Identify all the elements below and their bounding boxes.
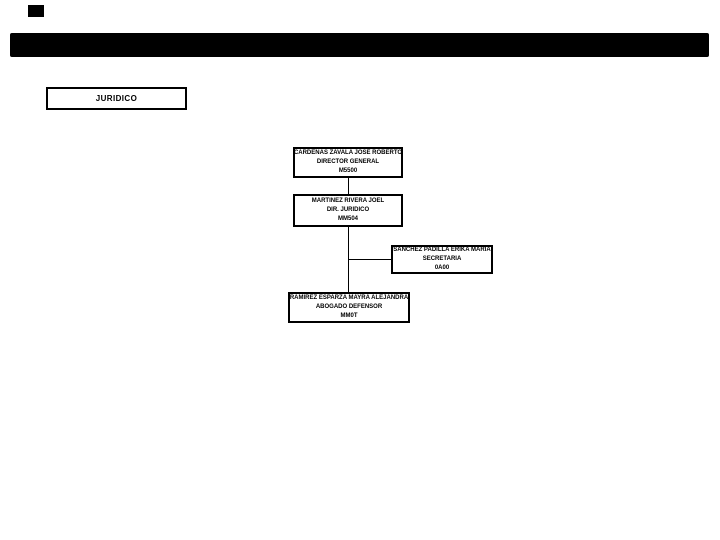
- department-title-label: JURIDICO: [95, 94, 138, 103]
- top-black-bar: [10, 33, 709, 57]
- connector-dir-juridico-to-abogado: [348, 227, 349, 292]
- position-code: M5500: [338, 168, 358, 174]
- position-code: MM0T: [340, 313, 358, 319]
- person-name: MARTINEZ RIVERA JOEL: [311, 198, 385, 204]
- person-title: ABOGADO DEFENSOR: [315, 304, 383, 310]
- connector-branch-to-secretaria: [349, 259, 391, 260]
- org-node-abogado-defensor: RAMIREZ ESPARZA MAYRA ALEJANDRA ABOGADO …: [288, 292, 410, 323]
- org-node-director-general: CARDENAS ZAVALA JOSE ROBERTO DIRECTOR GE…: [293, 147, 403, 178]
- person-name: SANCHEZ PADILLA ERIKA MARIA: [393, 247, 491, 253]
- person-title: SECRETARIA: [422, 256, 462, 262]
- connector-director-to-dir-juridico: [348, 178, 349, 195]
- position-code: MM504: [337, 216, 358, 222]
- person-name: RAMIREZ ESPARZA MAYRA ALEJANDRA: [289, 295, 409, 301]
- org-node-dir-juridico: MARTINEZ RIVERA JOEL DIR. JURIDICO MM504: [293, 194, 403, 227]
- person-title: DIRECTOR GENERAL: [316, 159, 380, 165]
- department-title-box: JURIDICO: [46, 87, 187, 110]
- position-code: 0A00: [434, 265, 450, 271]
- top-left-black-square: [28, 5, 44, 17]
- person-name: CARDENAS ZAVALA JOSE ROBERTO: [293, 150, 403, 156]
- person-title: DIR. JURIDICO: [326, 207, 370, 213]
- org-node-secretaria: SANCHEZ PADILLA ERIKA MARIA SECRETARIA 0…: [391, 245, 493, 274]
